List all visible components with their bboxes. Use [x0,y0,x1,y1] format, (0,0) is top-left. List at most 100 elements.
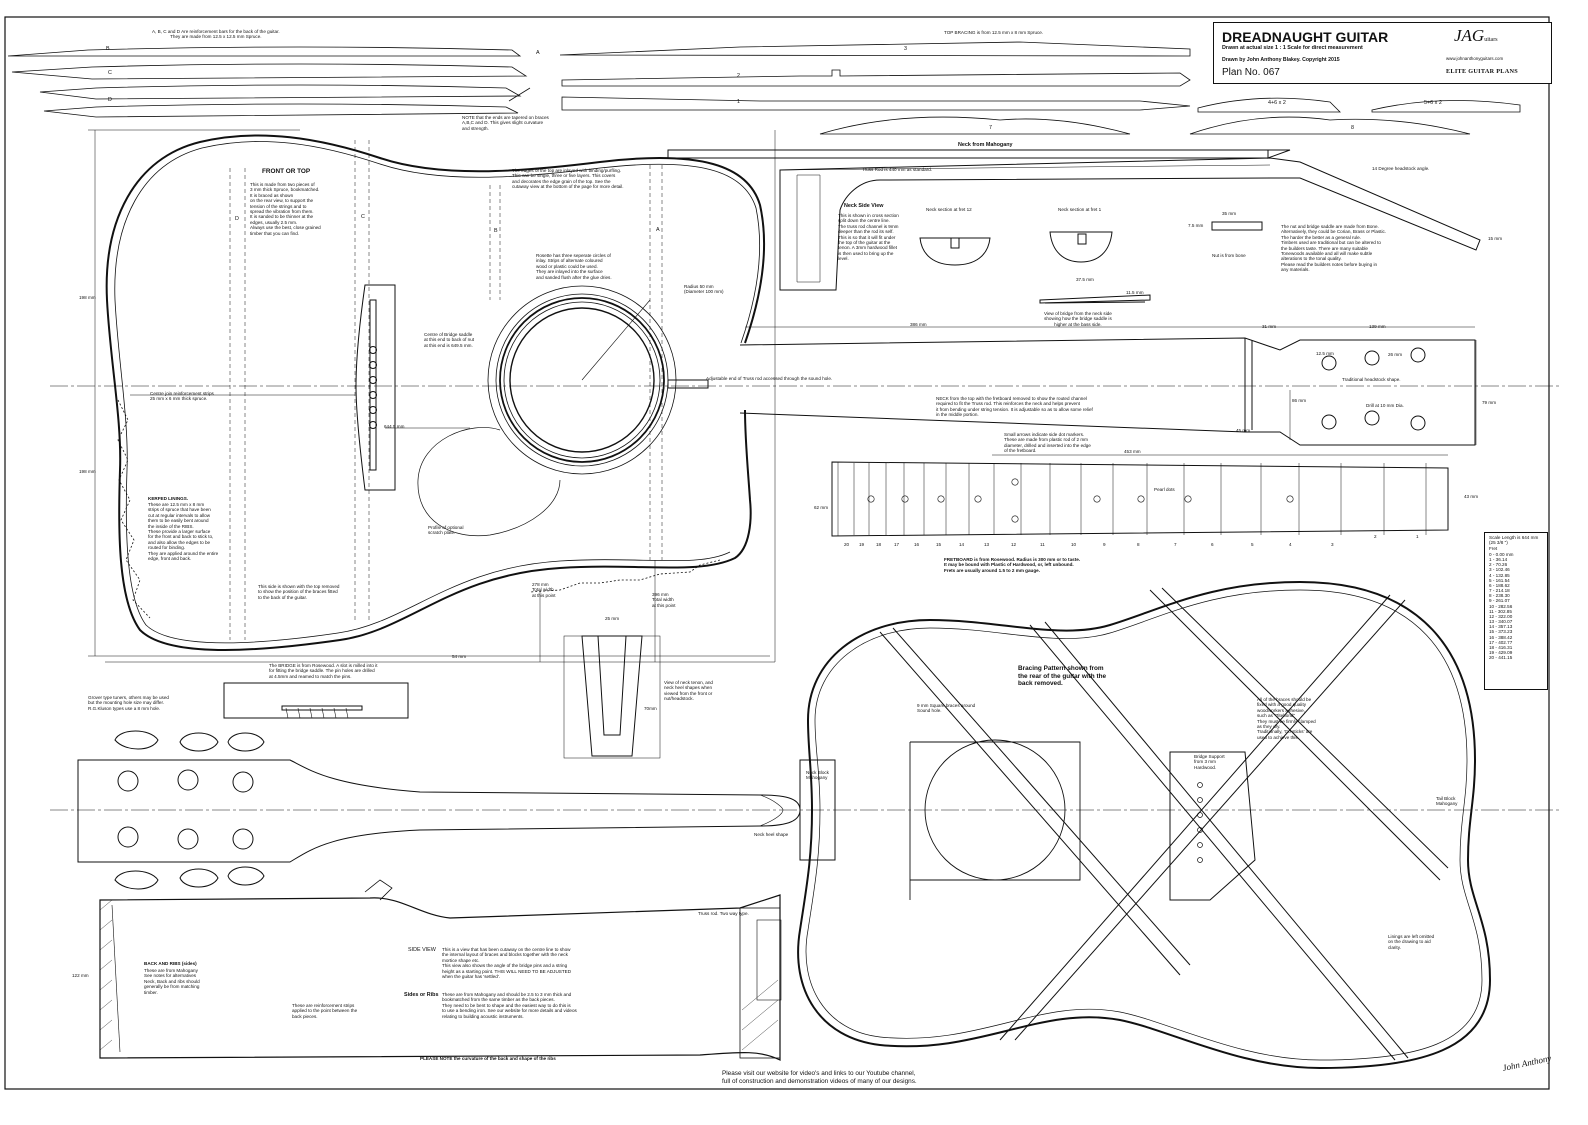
dim-25: 25 mm [605,616,620,621]
dim-79: 79 mm [1482,400,1497,405]
scale-table-row: 9 - 261.07 [1489,598,1510,604]
neck-side-view [667,149,1481,291]
dim-62: 62 mm [814,505,829,510]
top-braces [559,41,1521,135]
top-removed-note: This side is shown with the top removed … [258,584,340,600]
scale-table-row: 7 - 214.18 [1489,588,1510,594]
back-body [797,580,1492,1070]
front-body [105,134,765,651]
truss-access-note: Adjustable end of Truss rod accessed thr… [706,376,833,381]
fret-number: 3 [1331,542,1334,547]
dim-122: 122 mm [72,973,89,978]
neck-dimensions [745,326,1477,445]
fret-lines [853,463,1427,535]
dim-198-lower: 198 mm [79,469,96,474]
fret-number: 18 [876,542,882,547]
scale-table-row: 1 - 36.14 [1489,557,1508,563]
fret-number: 13 [984,542,990,547]
plan-subtitle: Drawn at actual size 1 : 1 Scale for dir… [1222,45,1363,51]
bracing-pattern-note: Bracing Pattern shown from the rear of t… [1018,665,1107,688]
dim-386: 386 mm [910,322,927,327]
dim-139: 139 mm [1369,324,1386,329]
tail-block-label: Tail Block Mahogany [1436,796,1458,807]
top-brace-label-1: 1 [737,99,740,105]
top-bracing-note: TOP BRACING is from 12.5 mm x 8 mm Spruc… [944,30,1044,35]
scratch-plate-note: Profile of optional scratch plate. [428,525,464,536]
scale-table-row: 0 - 0.00 mm [1489,552,1514,557]
fret-number: 16 [914,542,920,547]
dim-11-5: 11.5 mm [1126,290,1144,295]
neck-fret1-label: Neck section at fret 1 [1058,207,1102,212]
scale-table-row: 11 - 302.85 [1489,608,1512,614]
plan-author: Drawn by John Anthony Blakey. Copyright … [1222,57,1340,63]
bridge-top-view [355,284,396,491]
top-brace-label-8: 8 [1351,125,1354,131]
brand-series: ELITE GUITAR PLANS [1446,68,1518,75]
truss-rod-note: Truss Rod is 440 mm as standard. [862,167,933,172]
side-dots-note: Small arrows indicate side dot markers. … [1004,432,1091,454]
body-brace-label-c: C [361,214,365,220]
fret-number: 19 [859,542,865,547]
back-brace-label-b: B [106,46,110,52]
back-brace-label-c: C [108,70,112,76]
scale-table-row: 17 - 402.77 [1489,639,1513,645]
scale-table-row: 15 - 373.23 [1489,629,1513,635]
fret-number: 6 [1211,542,1214,547]
fret-number: 17 [894,542,900,547]
back-braces [7,46,531,118]
scale-table-row: 12 - 322.00 [1489,613,1513,619]
neck-block-label: Neck Block Mahogany [806,770,829,781]
scale-table-row: 16 - 388.42 [1489,634,1513,640]
scale-table-row: 20 - 441.15 [1489,655,1513,661]
truss-type-label: Truss rod. Two way type. [698,911,749,916]
fret-number: 8 [1137,542,1140,547]
fret-dots [867,478,1294,523]
bridge-rosewood-note: The BRIDGE is from Rosewood. A slot is m… [269,663,378,679]
reinforcement-strips-note: These are reinforcement strips applied t… [292,1003,358,1019]
scale-table-row: 8 - 238.30 [1489,593,1510,599]
scale-table-row: 5 - 161.54 [1489,577,1510,583]
soundhole-radius-note: Radius 50 mm (Diameter 100 mm) [684,284,724,295]
brand-logo-main: JAG [1454,26,1485,45]
body-side-view [99,879,782,1061]
back-ribs-title: BACK AND RIBS (sides) [144,961,197,966]
back-braces-note: A, B, C and D Are reinforcement bars for… [152,29,280,40]
binding-note: The edges of the top are inlayed with bi… [512,168,624,190]
headstock-angle-note: 14 Degree headstock angle. [1372,166,1430,171]
dim-15: 15 mm [1488,236,1503,241]
top-brace-label-4-6: 4+6 x 2 [1268,100,1286,106]
curvature-note: PLEASE NOTE the curvature of the back an… [420,1056,556,1061]
body-brace-label-b: B [494,228,498,234]
body-dimension-lines [88,129,776,663]
top-brace-label-7: 7 [989,125,992,131]
fret-number: 7 [1174,542,1177,547]
side-view-note: This is a view that has been cutaway on … [442,947,572,980]
kerfed-note: These are 12.5 mm x 8 mm strips of spruc… [148,502,219,562]
neck-top-view [667,337,1476,446]
dim-35: 35 mm [1222,211,1237,216]
fret-number: 9 [1103,542,1106,547]
scale-table-row: 18 - 416.31 [1489,644,1513,650]
dim-453: 453 mm [1124,449,1141,454]
scale-table-row: 4 - 132.85 [1489,572,1510,578]
brand-website: www.johnanthonyguitars.com [1446,56,1504,61]
pearl-dots-label: Pearl dots [1154,487,1175,492]
title-block: DREADNAUGHT GUITAR Drawn at actual size … [1213,22,1552,84]
neck-fret12-label: Neck section at fret 12 [926,207,972,212]
neck-side-title: Neck Side View [844,203,884,209]
scale-table-row: 10 - 282.56 [1489,603,1513,609]
fret-number: 15 [936,542,942,547]
fret-number: 11 [1040,542,1045,547]
soundhole-rosette [487,285,677,475]
dim-644-5: 644.5 mm [384,424,405,429]
fret-number: 2 [1374,534,1377,539]
bridge-support-note: Bridge Support from 3 mm Hardwood. [1194,754,1225,770]
top-brace-label-2: 2 [737,73,740,79]
width-396-note: 396 mm Total width at this point [652,592,676,608]
neck-sections [919,221,1263,304]
bridge-support-holes [1197,782,1203,863]
rosette-note: Rosette has three seperate circles of in… [536,253,612,280]
neck-heel-label: Neck heel shape [754,832,789,837]
